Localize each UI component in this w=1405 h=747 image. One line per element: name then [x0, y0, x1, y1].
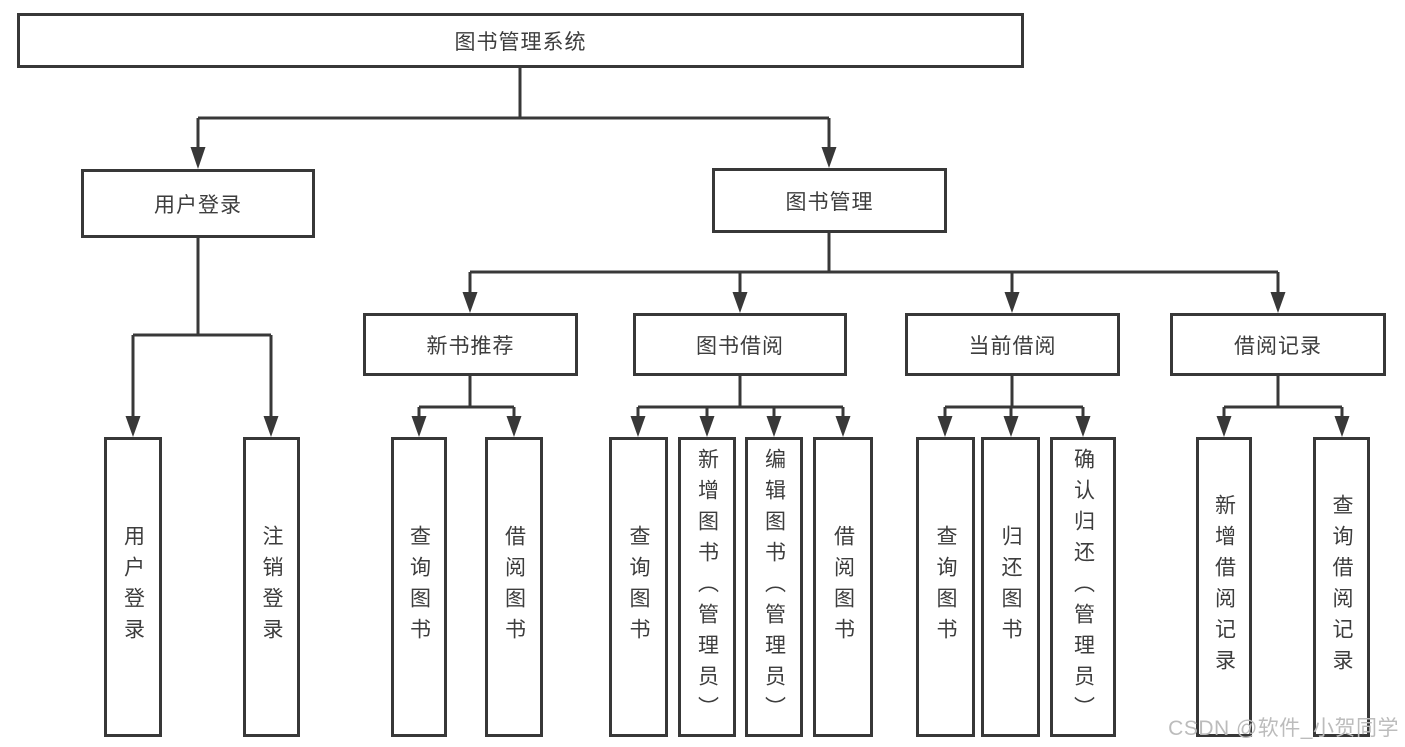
- node-root-label: 图书管理系统: [454, 30, 587, 54]
- node-current-borrow-label: 当前借阅: [968, 334, 1057, 358]
- node-leaf-cb-confirm-return: 确认归还（管理员）: [1050, 437, 1116, 737]
- node-book-borrow: 图书借阅: [633, 313, 847, 376]
- connector-new-book: [417, 376, 516, 419]
- node-book-mgmt-label: 图书管理: [785, 190, 874, 214]
- connector-current-borrow: [943, 376, 1085, 419]
- node-leaf-bb-query-book: 查询图书: [609, 437, 668, 737]
- node-root: 图书管理系统: [17, 13, 1024, 68]
- node-leaf-cb-query-book: 查询图书: [916, 437, 975, 737]
- node-leaf-logout: 注销登录: [243, 437, 300, 737]
- node-leaf-nb-query-book: 查询图书: [391, 437, 447, 737]
- connector-borrow-records: [1222, 376, 1344, 419]
- node-leaf-bb-add-book: 新增图书（管理员）: [678, 437, 736, 737]
- node-leaf-br-query-record-label: 查询借阅记录: [1330, 494, 1353, 680]
- node-leaf-bb-edit-book-label: 编辑图书（管理员）: [762, 447, 786, 727]
- node-leaf-nb-borrow-book: 借阅图书: [485, 437, 543, 737]
- node-leaf-cb-query-book-label: 查询图书: [934, 525, 957, 649]
- node-leaf-nb-borrow-book-label: 借阅图书: [502, 525, 526, 649]
- node-current-borrow: 当前借阅: [905, 313, 1120, 376]
- connector-book-mgmt: [468, 233, 1280, 295]
- node-leaf-bb-add-book-label: 新增图书（管理员）: [695, 447, 719, 727]
- node-new-book-rec: 新书推荐: [363, 313, 578, 376]
- node-book-mgmt: 图书管理: [712, 168, 947, 233]
- node-leaf-user-login-label: 用户登录: [121, 525, 145, 649]
- node-leaf-cb-confirm-return-label: 确认归还（管理员）: [1071, 447, 1095, 727]
- node-leaf-bb-edit-book: 编辑图书（管理员）: [745, 437, 803, 737]
- node-leaf-nb-query-book-label: 查询图书: [407, 525, 431, 649]
- node-leaf-logout-label: 注销登录: [260, 525, 283, 649]
- node-leaf-cb-return-book: 归还图书: [981, 437, 1040, 737]
- node-leaf-br-add-record: 新增借阅记录: [1196, 437, 1252, 737]
- arrow-down-icons: [125, 147, 1350, 437]
- node-leaf-cb-return-book-label: 归还图书: [999, 525, 1022, 649]
- node-borrow-records-label: 借阅记录: [1234, 334, 1322, 358]
- connector-book-borrow: [636, 376, 845, 419]
- node-leaf-bb-borrow-book-label: 借阅图书: [831, 525, 855, 649]
- node-borrow-records: 借阅记录: [1170, 313, 1386, 376]
- connector-root: [196, 68, 831, 150]
- node-book-borrow-label: 图书借阅: [696, 334, 784, 358]
- node-leaf-br-add-record-label: 新增借阅记录: [1212, 494, 1236, 680]
- node-leaf-bb-borrow-book: 借阅图书: [813, 437, 873, 737]
- connector-user-login: [131, 238, 273, 419]
- node-leaf-bb-query-book-label: 查询图书: [627, 525, 650, 649]
- node-leaf-user-login: 用户登录: [104, 437, 162, 737]
- node-leaf-br-query-record: 查询借阅记录: [1313, 437, 1370, 737]
- node-user-login: 用户登录: [81, 169, 315, 238]
- node-new-book-rec-label: 新书推荐: [426, 334, 515, 358]
- node-user-login-label: 用户登录: [154, 193, 242, 217]
